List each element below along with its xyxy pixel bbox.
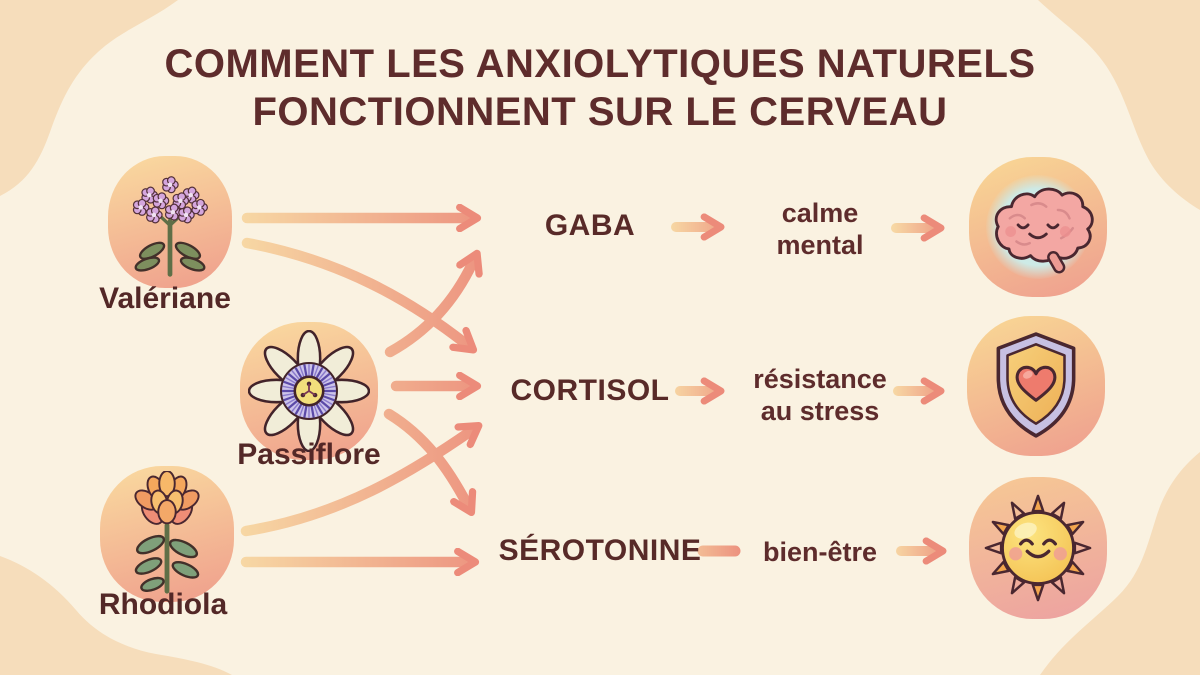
rhodiola-badge (100, 466, 234, 602)
title-line-2: FONCTIONNENT SUR LE CERVEAU (252, 90, 948, 134)
gaba-effect-text: calme mental (776, 198, 864, 260)
corner-blob-top-left (0, 0, 178, 196)
page-title: COMMENT LES ANXIOLYTIQUES NATURELS FONCT… (0, 40, 1200, 136)
gaba-label: GABA (544, 209, 636, 242)
passionflower-icon (248, 330, 370, 452)
connection-arrows (240, 218, 473, 562)
smiling-sun-icon (984, 494, 1092, 602)
corner-blob-bottom-right (1040, 452, 1200, 675)
passiflore-badge (240, 322, 378, 460)
rhodiola-flower-icon (134, 471, 200, 594)
corner-blob-bottom-left (0, 556, 232, 675)
wellbeing-sun-badge (969, 477, 1107, 619)
shield-heart-icon (996, 332, 1076, 438)
stress-shield-badge (967, 316, 1105, 456)
serotonine-effect-text: bien-être (762, 537, 878, 567)
arrow-rhodiola-cortisol (240, 431, 471, 537)
arrow-valeriane-cortisol (241, 237, 466, 344)
valeriane-label: Valériane (99, 282, 231, 315)
passiflore-label: Passiflore (237, 438, 381, 471)
serotonine-label: SÉROTONINE (498, 534, 702, 567)
valerian-flower-icon (132, 176, 208, 277)
rhodiola-label: Rhodiola (98, 588, 228, 621)
calm-brain-icon (994, 187, 1094, 274)
arrow-passiflore-gaba (384, 262, 473, 358)
calm-brain-badge (969, 157, 1107, 297)
corner-blob-top-right (1038, 0, 1200, 210)
cortisol-label: CORTISOL (510, 374, 670, 407)
title-line-1: COMMENT LES ANXIOLYTIQUES NATURELS (164, 42, 1036, 86)
row-arrows (671, 227, 934, 551)
cortisol-effect-text: résistance au stress (753, 364, 887, 426)
valeriane-badge (108, 156, 232, 288)
